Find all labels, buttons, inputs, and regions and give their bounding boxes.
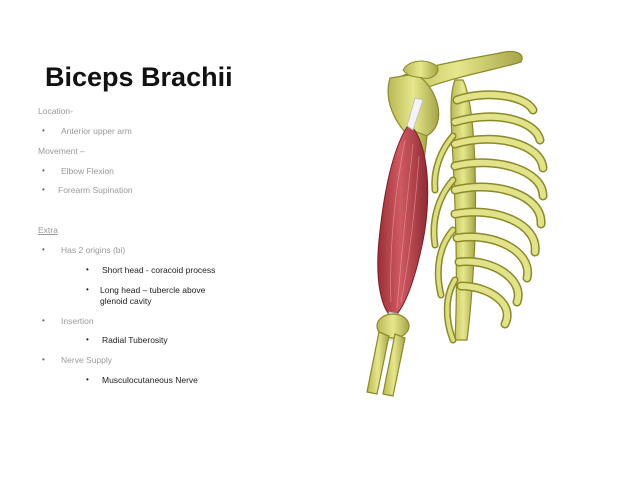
nerve-supply-item: Nerve Supply <box>61 355 113 365</box>
origin-long-head-line1: Long head – tubercle above <box>100 285 206 295</box>
bullet-glyph: • <box>86 335 89 344</box>
biceps-tendon-top <box>406 97 424 131</box>
location-item: Anterior upper arm <box>61 126 132 136</box>
movement-item-forearm-supination: Forearm Supination <box>58 185 133 195</box>
slide-title: Biceps Brachii <box>45 62 233 92</box>
bullet-glyph: • <box>42 355 45 364</box>
origin-short-head: Short head - coracoid process <box>102 265 216 275</box>
elbow-joint <box>376 313 410 339</box>
insertion-item: Insertion <box>61 316 94 326</box>
biceps-anatomy-illustration <box>366 50 548 397</box>
bullet-glyph: • <box>86 285 89 294</box>
bullet-glyph: • <box>86 375 89 384</box>
bullet-glyph: • <box>42 316 45 325</box>
movement-item-elbow-flexion: Elbow Flexion <box>61 166 114 176</box>
bullet-glyph: • <box>42 185 45 194</box>
bullet-glyph: • <box>42 166 45 175</box>
nerve-musculocutaneous: Musculocutaneous Nerve <box>102 375 198 385</box>
bullet-glyph: • <box>42 126 45 135</box>
acromion-bone <box>402 60 439 79</box>
bullet-glyph: • <box>86 265 89 274</box>
insertion-radial-tuberosity: Radial Tuberosity <box>102 335 168 345</box>
movement-heading: Movement – <box>38 146 85 156</box>
origins-item: Has 2 origins (bi) <box>61 245 126 255</box>
origin-long-head-line2: glenoid cavity <box>100 296 152 306</box>
bullet-glyph: • <box>42 245 45 254</box>
location-heading: Location- <box>38 106 73 116</box>
extra-heading: Extra <box>38 225 58 235</box>
radius-bone <box>366 331 390 395</box>
ulna-bone <box>382 333 406 397</box>
